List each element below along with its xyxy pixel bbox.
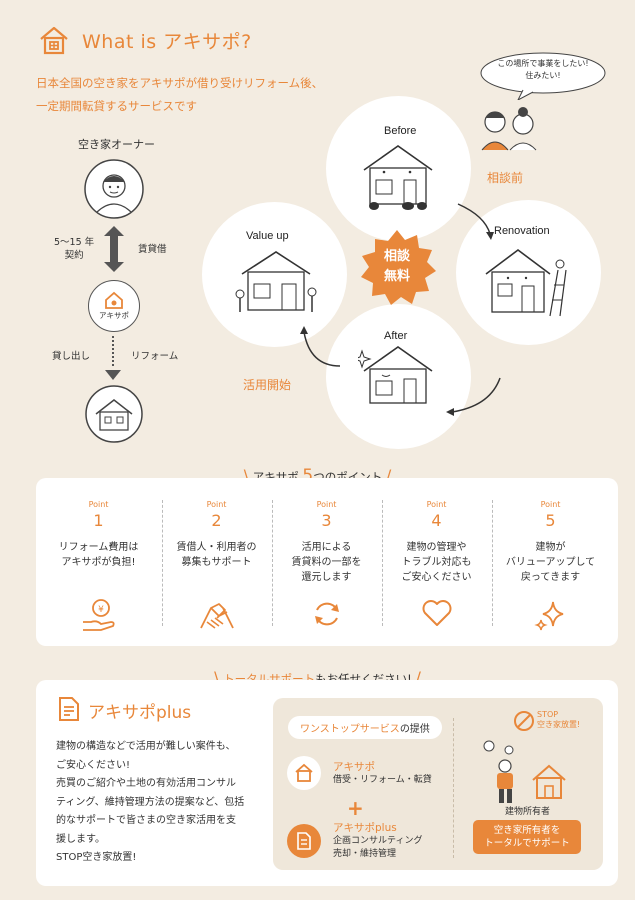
akisapo-plus-title: アキサポplus xyxy=(88,703,192,723)
akisapo-plus-description: 建物の構造などで活用が難しい案件も、 ご安心ください! 売買のご紹介や土地の有効… xyxy=(56,741,245,863)
points-panel: Point 1 リフォーム費用はアキサポが負担! ¥ Point 2 賃借人・利… xyxy=(36,478,618,646)
house-icon xyxy=(40,26,68,55)
starburst-icon xyxy=(361,230,436,305)
onestop-tag: ワンストップサービスの提供 xyxy=(288,716,442,739)
total-support-panel: アキサポplus 建物の構造などで活用が難しい案件も、 ご安心ください! 売買の… xyxy=(36,680,618,886)
renovation-label: Renovation xyxy=(494,225,550,237)
owner-caption: 建物所有者 xyxy=(505,807,551,817)
point-3: Point 3 活用による賃貸料の一部を還元します xyxy=(272,478,381,646)
arrow-head-icon xyxy=(446,408,454,416)
renovation-house-icon xyxy=(485,249,567,317)
arrow-head-icon xyxy=(300,326,308,334)
page-title: What is アキサポ? xyxy=(82,30,252,53)
speech-bubble: この場所で事業をしたい! 住みたい! xyxy=(478,50,608,104)
after-illustration xyxy=(352,343,438,413)
akisapo-node: アキサポ xyxy=(88,280,140,332)
stop-text: STOP 空き家放置! xyxy=(537,710,581,729)
house-node xyxy=(84,384,144,448)
akisapo-logo-icon xyxy=(105,291,123,309)
owner-with-house-icon xyxy=(483,740,566,803)
house-icon xyxy=(295,763,313,782)
document-icon xyxy=(297,831,311,850)
old-house-icon xyxy=(363,145,433,210)
point-5: Point 5 建物がバリューアップして戻ってきます xyxy=(496,478,605,646)
service-akisapo-plus: アキサポplus 企画コンサルティング 売却・維持管理 xyxy=(287,820,422,861)
refresh-icon xyxy=(314,602,339,626)
owner-avatar xyxy=(83,158,145,224)
point-4: Point 4 建物の管理やトラブル対応もご安心ください xyxy=(382,478,491,646)
customers-icon xyxy=(481,107,537,151)
header: What is アキサポ? xyxy=(38,24,252,56)
hand-coin-icon: ¥ xyxy=(82,599,115,631)
valueup-caption: 活用開始 xyxy=(243,378,292,392)
arrow-head-icon xyxy=(486,232,494,240)
contract-term: 5〜15 年 契約 xyxy=(54,237,95,261)
point-2: Point 2 賃借人・利用者の募集もサポート xyxy=(162,478,271,646)
intro-text: 日本全国の空き家をアキサポが借り受けリフォーム後、 一定期間転貸するサービスです xyxy=(36,76,324,113)
new-house-icon xyxy=(352,346,433,404)
owner-illustration xyxy=(479,738,579,808)
down-arrow xyxy=(105,365,121,384)
cycle-arrows xyxy=(300,203,501,416)
stop-sign xyxy=(513,710,535,736)
handshake-icon xyxy=(199,603,234,629)
house-circle-icon xyxy=(85,385,143,443)
heart-icon xyxy=(422,600,451,626)
before-label: Before xyxy=(384,125,417,137)
onestop-panel: ワンストップサービスの提供 アキサポ 借受・リフォーム・転貸 + xyxy=(273,698,603,870)
valueup-illustration xyxy=(230,246,320,322)
valueup-house-icon xyxy=(235,251,317,312)
total-support-button[interactable]: 空き家所有者を トータルでサポート xyxy=(473,820,581,854)
after-label: After xyxy=(384,330,408,342)
sublet-label: 貸し出し xyxy=(52,351,91,362)
owner-face-icon xyxy=(84,159,144,219)
document-icon xyxy=(59,697,79,721)
renovation-illustration xyxy=(480,240,570,324)
customers-illustration xyxy=(478,100,540,156)
service-akisapo: アキサポ 借受・リフォーム・転貸 xyxy=(287,756,432,790)
plus-icon: + xyxy=(347,796,364,820)
before-caption: 相談前 xyxy=(487,171,524,185)
lease-label: 賃貸借 xyxy=(138,244,167,255)
owner-label: 空き家オーナー xyxy=(78,138,155,151)
valueup-label: Value up xyxy=(246,230,289,242)
svg-text:¥: ¥ xyxy=(98,605,104,615)
reform-label: リフォーム xyxy=(131,351,179,362)
down-arrow-icon xyxy=(105,370,121,380)
before-illustration xyxy=(358,140,438,216)
point-1: Point 1 リフォーム費用はアキサポが負担! ¥ xyxy=(44,478,153,646)
prohibited-icon xyxy=(514,711,534,731)
double-arrow xyxy=(104,226,124,276)
up-down-arrow-icon xyxy=(104,226,124,272)
dotted-connector xyxy=(112,336,114,366)
sparkle-icon xyxy=(533,601,563,631)
